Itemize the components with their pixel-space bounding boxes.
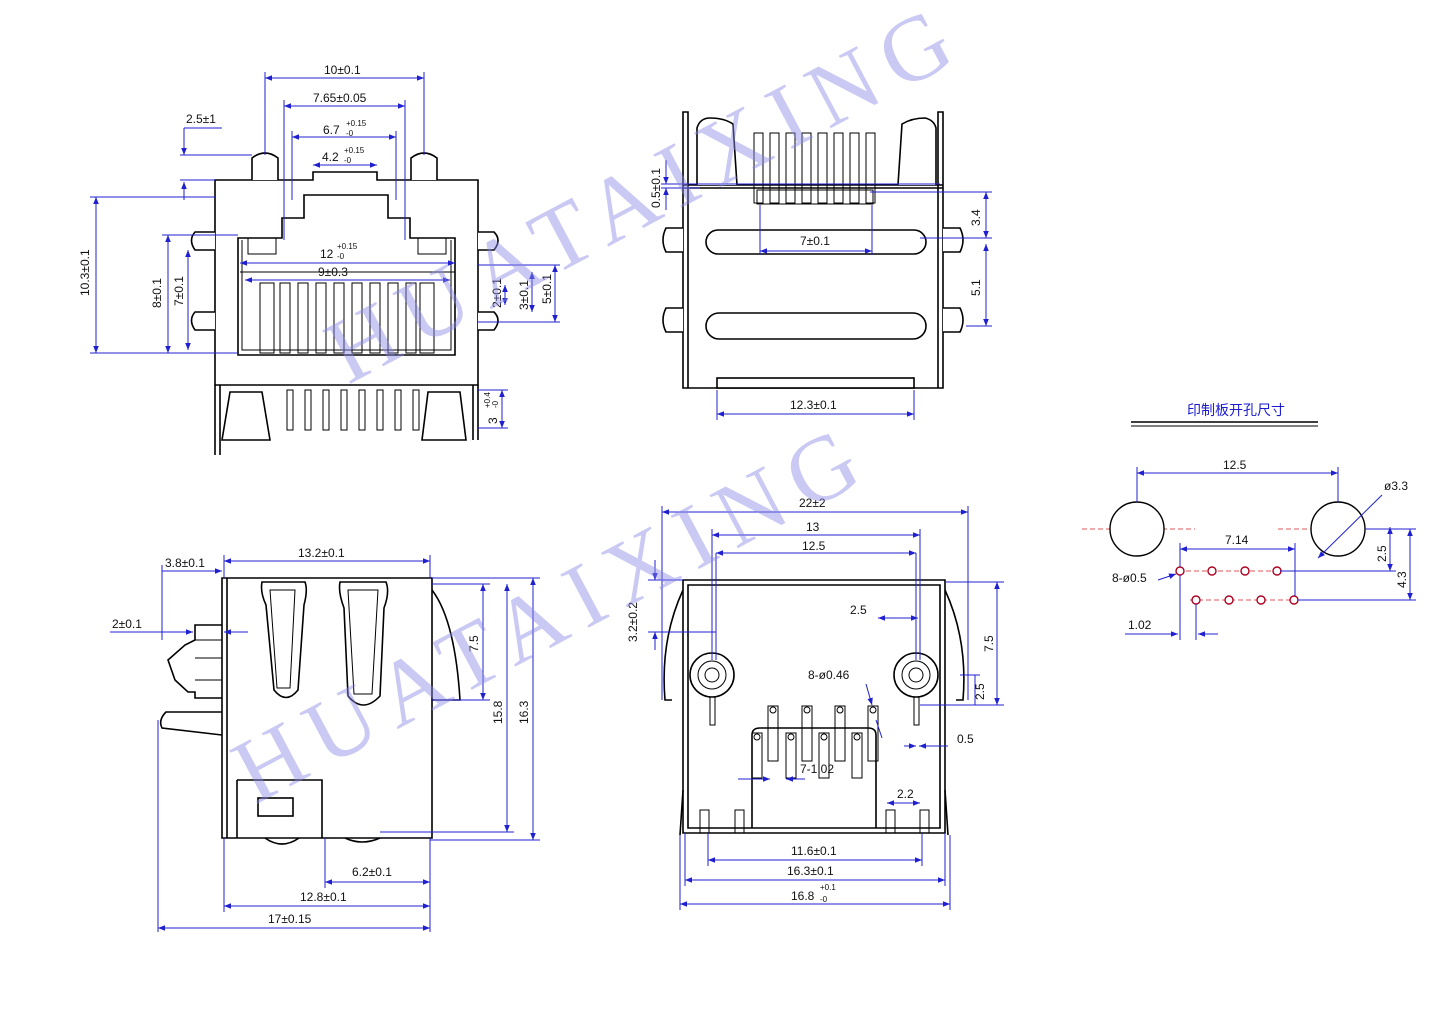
front-contacts xyxy=(279,282,417,354)
dim-tol-minus-2: -0 xyxy=(344,156,352,165)
dim-side-15-8: 15.8 xyxy=(491,700,505,724)
dim-front-opening-height: 7±0.1 xyxy=(172,276,186,306)
dim-bottom-12-5: 12.5 xyxy=(802,539,826,553)
mounting-hole-left xyxy=(1109,501,1165,557)
rear-pins xyxy=(751,705,879,779)
dim-front-contact-span: 9±0.3 xyxy=(318,265,348,279)
dim-tol-plus: +0.15 xyxy=(346,119,367,128)
dim-side-2: 2±0.1 xyxy=(112,617,142,631)
dim-top-5-1: 5.1 xyxy=(969,279,983,296)
dim-front-leg: 3 xyxy=(486,417,500,424)
dim-side-6-2: 6.2±0.1 xyxy=(352,865,392,879)
pcb-pads xyxy=(1175,566,1299,605)
dim-pcb-4-3: 4.3 xyxy=(1395,571,1409,588)
dim-bottom-pitch: 7-1.02 xyxy=(800,762,834,776)
dim-tol-plus-5: +0.1 xyxy=(820,883,836,892)
dim-front-plug-width: 6.7 xyxy=(323,123,340,137)
dim-bottom-2-2: 2.2 xyxy=(897,787,914,801)
dim-top-0-5: 0.5±0.1 xyxy=(649,168,663,208)
pcb-layout-title: 印制板开孔尺寸 xyxy=(1187,403,1285,419)
watermark-top: HUATAIXING xyxy=(310,0,980,403)
dim-pcb-pad-dia: 8-ø0.5 xyxy=(1112,571,1147,585)
dim-pcb-7-14: 7.14 xyxy=(1225,533,1249,547)
dim-bottom-pin-dia: 8-ø0.46 xyxy=(808,668,850,682)
dim-side-7-5: 7.5 xyxy=(467,635,481,652)
dim-top-3-4: 3.4 xyxy=(969,209,983,226)
dim-tol-plus-3: +0.15 xyxy=(337,242,358,251)
dim-tol-plus-4: +0.4 xyxy=(483,392,492,408)
dim-pcb-12-5: 12.5 xyxy=(1223,458,1247,472)
dim-tol-minus: -0 xyxy=(346,129,354,138)
top-view: 0.5±0.1 3.4 7±0.1 5.1 12.3±0.1 xyxy=(649,111,992,420)
dim-tol-minus-5: -0 xyxy=(820,895,828,904)
dim-side-16-3: 16.3 xyxy=(517,700,531,724)
dim-bottom-16-3: 16.3±0.1 xyxy=(787,864,834,878)
dim-bottom-7-5: 7.5 xyxy=(982,635,996,652)
front-view: 10±0.1 7.65±0.05 6.7 +0.15 -0 4.2 +0.15 … xyxy=(78,63,560,455)
dim-front-inner-height: 8±0.1 xyxy=(150,278,164,308)
dim-bottom-2-5: 2.5 xyxy=(850,603,867,617)
mounting-hole-right xyxy=(1310,501,1366,557)
dim-tol-plus-2: +0.15 xyxy=(344,146,365,155)
dim-front-width: 10±0.1 xyxy=(324,63,361,77)
dim-pcb-2-5: 2.5 xyxy=(1375,545,1389,562)
dim-top-7: 7±0.1 xyxy=(800,234,830,248)
dim-pcb-1-02: 1.02 xyxy=(1128,618,1152,632)
dim-front-bump-height: 2.5±1 xyxy=(186,112,216,126)
dim-pcb-hole-dia: ø3.3 xyxy=(1384,479,1408,493)
side-view: 13.2±0.1 3.8±0.1 2±0.1 7.5 15.8 16.3 6.2… xyxy=(110,546,540,932)
dim-front-latch-width: 4.2 xyxy=(322,150,339,164)
dim-side-12-8: 12.8±0.1 xyxy=(300,890,347,904)
bottom-view: 22±2 13 12.5 2.5 3.2±0.2 7.5 8-ø0.46 2.5… xyxy=(626,496,1004,910)
dim-side-17: 17±0.15 xyxy=(268,912,312,926)
dim-front-3: 3±0.1 xyxy=(517,280,531,310)
dim-bottom-11-6: 11.6±0.1 xyxy=(791,844,837,858)
dim-front-height: 10.3±0.1 xyxy=(78,249,92,296)
dim-bottom-22: 22±2 xyxy=(799,496,826,510)
dim-tol-minus-4: -0 xyxy=(491,400,500,408)
dim-front-5: 5±0.1 xyxy=(540,274,554,304)
pcb-layout: 印制板开孔尺寸 xyxy=(1082,403,1416,640)
dim-side-3-8: 3.8±0.1 xyxy=(165,556,205,570)
dim-bottom-3-2: 3.2±0.2 xyxy=(626,602,640,642)
dim-bottom-13: 13 xyxy=(806,520,820,534)
dim-front-inner-width: 7.65±0.05 xyxy=(313,91,367,105)
dim-bottom-16-8: 16.8 xyxy=(791,889,815,903)
dim-top-12-3: 12.3±0.1 xyxy=(790,398,837,412)
dim-bottom-2-5b: 2.5 xyxy=(973,683,987,700)
front-view-outline xyxy=(214,171,479,386)
dim-tol-minus-3: -0 xyxy=(337,252,345,261)
dim-side-13-2: 13.2±0.1 xyxy=(298,546,345,560)
dim-bottom-0-5: 0.5 xyxy=(957,732,974,746)
dim-front-opening-width: 12 xyxy=(320,247,334,261)
dim-front-2: 2±0.1 xyxy=(490,278,504,308)
